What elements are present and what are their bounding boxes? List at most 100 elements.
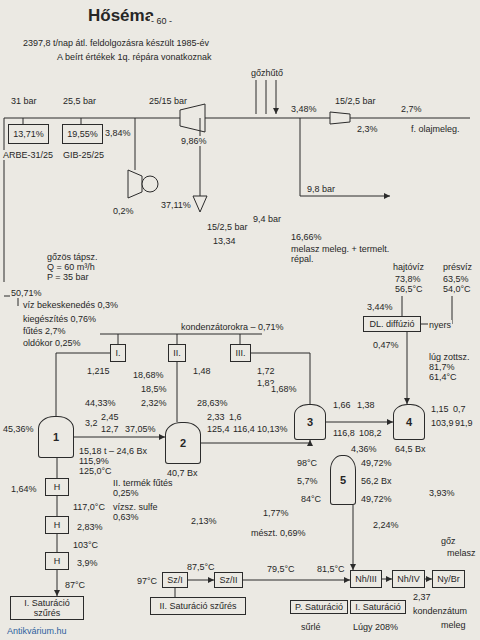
process-box: Nh/III — [350, 570, 382, 588]
value-label: kondenzátorokra – 0,71% — [180, 322, 285, 332]
value-label: 18,5% — [140, 384, 168, 394]
value-label: 37,11% — [160, 200, 192, 210]
flow-line — [251, 353, 310, 404]
process-box: Ny/Br — [432, 570, 465, 588]
evaporator-body: 4 — [393, 404, 425, 440]
flow-line — [57, 496, 58, 516]
value-label: f. olajmeleg. — [410, 124, 461, 134]
value-label: 1,68% — [270, 384, 298, 394]
process-box: H — [45, 478, 69, 496]
value-label: 2,3% — [356, 124, 379, 134]
value-label: mészt. 0,69% — [250, 528, 307, 538]
node-text: P. Saturáció — [293, 602, 345, 612]
value-label: fűtés 2,7% — [22, 326, 67, 336]
value-label: Lúgy 208% — [352, 622, 399, 632]
node-text: H — [52, 520, 63, 530]
evaporator-body: 2 — [165, 422, 201, 464]
node-text: III. — [233, 348, 247, 358]
value-label: 2,83% — [76, 522, 104, 532]
value-label: 2,37 — [412, 592, 432, 602]
process-box: I. — [110, 344, 126, 362]
flow-line — [407, 332, 408, 404]
value-label: 3,2 — [84, 418, 99, 428]
value-label: 108,2 — [358, 428, 383, 438]
node-text: II. Saturáció szűrés — [157, 601, 238, 611]
value-label: melasz meleg. + termelt. répal. — [290, 244, 402, 264]
value-label: hajtóvíz — [392, 262, 425, 272]
value-label: 64,5 Bx — [394, 444, 427, 454]
reducer-symbol — [193, 196, 207, 212]
value-label: 81,5°C — [316, 564, 346, 574]
node-text: I. Saturáció szűrés — [11, 598, 83, 618]
value-label: 37,05% — [124, 424, 157, 434]
value-label: Q = 60 m³/h — [46, 262, 96, 272]
value-label: 91,9 — [454, 418, 474, 428]
process-box: Nh/IV — [392, 570, 425, 588]
node-text: I. — [113, 348, 122, 358]
node-text: 4 — [404, 417, 414, 427]
value-label: 79,5°C — [266, 564, 296, 574]
value-label: 9,86% — [180, 136, 208, 146]
value-label: 9,8 bar — [306, 184, 336, 194]
flow-line — [175, 588, 176, 597]
title: Hőséma — [86, 6, 156, 26]
process-box: Sz/I — [162, 572, 188, 588]
value-label: 50,71% — [10, 288, 43, 298]
value-label: - 60 - — [150, 16, 173, 26]
value-label: P = 35 bar — [46, 272, 90, 282]
value-label: 18,68% — [132, 370, 165, 380]
value-label: 1,77% — [262, 508, 290, 518]
value-label: 3,48% — [290, 104, 318, 114]
value-label: ARBE-31/25 — [2, 150, 54, 160]
value-label: 84°C — [300, 494, 322, 504]
value-label: 0,2% — [112, 206, 135, 216]
flow-line — [201, 440, 310, 443]
flow-line — [243, 580, 350, 581]
turbine-symbol — [180, 104, 205, 132]
value-label: 1,38 — [356, 400, 376, 410]
evaporator-body: 5 — [330, 455, 356, 505]
flow-line — [74, 437, 165, 438]
reducer-symbol — [330, 112, 350, 124]
value-label: 115,9% — [78, 456, 110, 466]
value-label: 15/2,5 bar — [334, 96, 377, 106]
value-label: 9,4 bar — [252, 214, 282, 224]
node-text: Nh/IV — [395, 574, 422, 584]
value-label: 2,24% — [372, 520, 400, 530]
node-text: 19,55% — [65, 129, 100, 139]
value-label: 45,36% — [2, 424, 35, 434]
value-label: gőzös tápsz. — [46, 252, 99, 262]
value-label: 1,64% — [10, 484, 38, 494]
value-label: 73,8% — [394, 274, 422, 284]
value-label: 40,7 Bx — [166, 468, 199, 478]
node-text: 3 — [305, 417, 315, 427]
value-label: 56,2 Bx — [360, 476, 393, 486]
node-text: I. Saturáció — [353, 602, 403, 612]
node-text: DL. diffúzió — [368, 319, 417, 329]
value-label: oldókor 0,25% — [22, 338, 82, 348]
flow-line — [425, 579, 432, 580]
flow-line — [177, 362, 178, 422]
value-label: 103°C — [72, 540, 99, 550]
value-label: 1,72 — [256, 366, 276, 376]
value-label: sűrlé — [300, 622, 322, 632]
value-label: 28,63% — [196, 398, 229, 408]
node-text: II. — [171, 348, 183, 358]
value-label: 61,4°C — [428, 372, 458, 382]
process-box: II. Saturáció szűrés — [150, 597, 246, 615]
process-box: P. Saturáció — [290, 600, 348, 614]
process-box: I. Saturáció szűrés — [10, 596, 84, 620]
desuperheater-inlet — [256, 80, 276, 114]
process-box: H — [45, 516, 69, 534]
value-label: 1,66 — [332, 400, 352, 410]
watermark: Antikvárium.hu — [6, 626, 68, 636]
value-label: 81,7% — [428, 362, 456, 372]
node-text: H — [52, 556, 63, 566]
value-label: 63,5% — [442, 274, 470, 284]
node-text: H — [52, 482, 63, 492]
value-label: GIB-25/25 — [62, 150, 105, 160]
flow-line — [57, 458, 58, 478]
value-label: 125,4 — [206, 424, 231, 434]
process-box: II. — [168, 344, 186, 362]
value-label: 125,0°C — [78, 466, 113, 476]
